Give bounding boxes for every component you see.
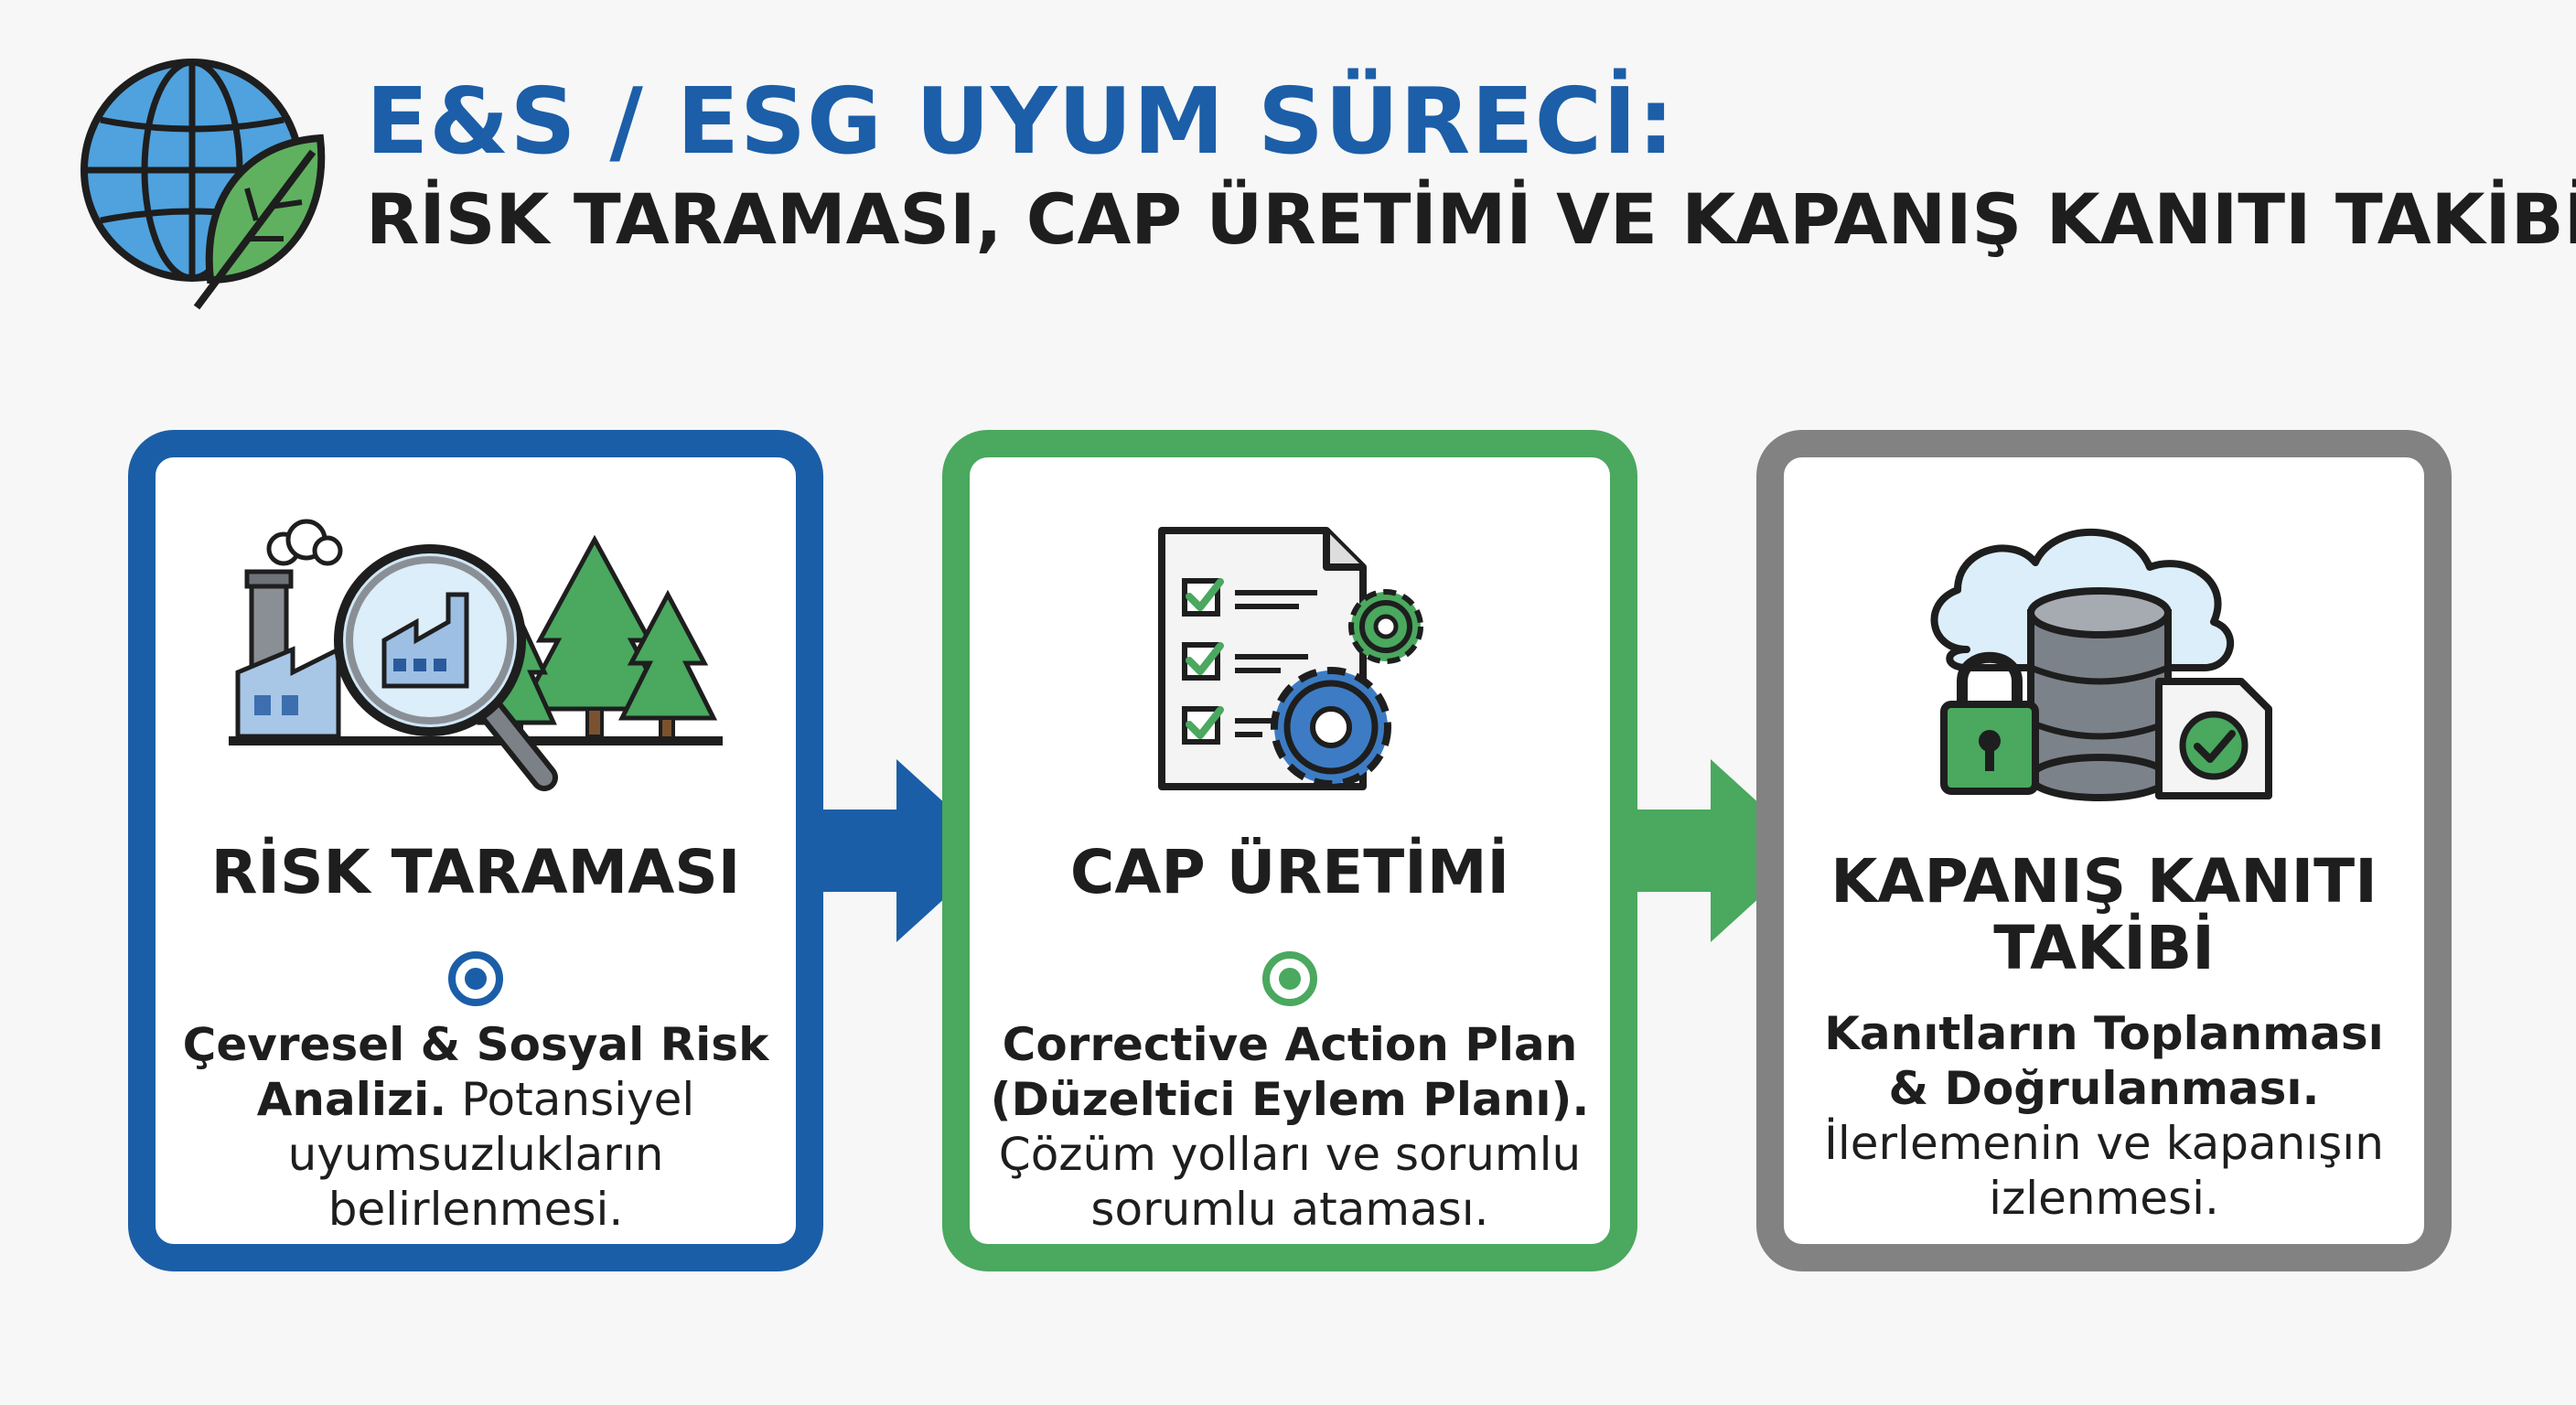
step-card-cap-production: CAP ÜRETİMİ Corrective Action Plan (Düze…: [942, 430, 1637, 1271]
step-description: Kanıtların Toplanması & Doğrulanması. İl…: [1824, 1007, 2384, 1225]
step-card-closure-evidence: KAPANIŞ KANITI TAKİBİ Kanıtların Toplanm…: [1756, 430, 2452, 1271]
page-title: E&S / ESG UYUM SÜRECİ:: [366, 68, 1676, 175]
step-description: Çevresel & Sosyal Risk Analizi. Potansiy…: [182, 1018, 769, 1236]
step-card-risk-screening: RİSK TARAMASI Çevresel & Sosyal Risk Ana…: [128, 430, 823, 1271]
cloud-database-lock-icon: [1930, 528, 2272, 801]
step-marker-dot: [448, 951, 503, 1006]
checklist-gears-icon: [1158, 527, 1423, 790]
step-title: RİSK TARAMASI: [210, 837, 741, 907]
factory-magnifier-forest-icon: [229, 519, 723, 791]
page-subtitle: RİSK TARAMASI, CAP ÜRETİMİ VE KAPANIŞ KA…: [366, 178, 2576, 260]
step-title: CAP ÜRETİMİ: [1069, 837, 1510, 907]
step-description: Corrective Action Plan (Düzeltici Eylem …: [990, 1018, 1590, 1236]
step-title: KAPANIŞ KANITI TAKİBİ: [1830, 846, 2377, 983]
step-marker-dot: [1262, 951, 1317, 1006]
globe-leaf-icon: [80, 59, 326, 310]
